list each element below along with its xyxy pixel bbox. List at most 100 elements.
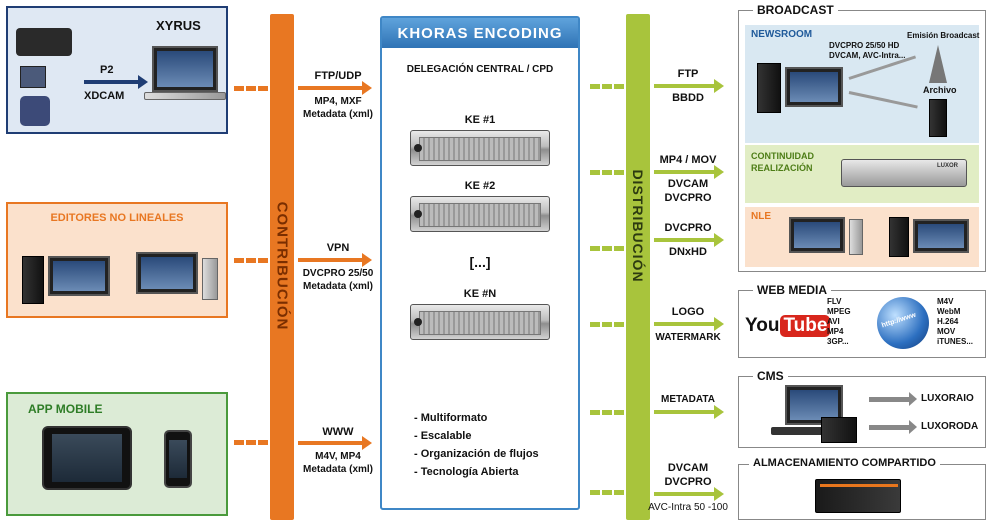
app-mobile-title: APP MOBILE bbox=[28, 402, 103, 416]
newsroom-tower-icon bbox=[757, 63, 781, 113]
pc-tower-icon bbox=[22, 256, 44, 304]
nle-box: NLE bbox=[745, 207, 979, 267]
dist-flow-5-arrow bbox=[654, 410, 716, 414]
contrib-flow-1-proto: FTP/UDP bbox=[314, 70, 362, 82]
format-left-item: AVI bbox=[827, 317, 840, 326]
khoras-header bbox=[382, 18, 578, 48]
cms-arrow-2 bbox=[869, 425, 909, 430]
dist-flow-1-arrow bbox=[654, 84, 716, 88]
storage-title: ALMACENAMIENTO COMPARTIDO bbox=[749, 457, 940, 469]
format-right-item: WebM bbox=[937, 307, 961, 316]
p2-label: P2 bbox=[100, 64, 114, 76]
nle-tower-icon bbox=[889, 217, 909, 257]
cms-box: CMS LUXORAIO LUXORODA bbox=[738, 369, 986, 448]
to-archivo-arrow bbox=[848, 91, 918, 109]
contribution-label: CONTRIBUCIÓN bbox=[273, 201, 291, 331]
phone-icon bbox=[164, 430, 192, 488]
globe-icon: http://www bbox=[877, 297, 929, 349]
dist-flow-6-arrowhead bbox=[714, 487, 724, 501]
xdcam-disc-icon bbox=[20, 96, 50, 126]
contrib-flow-1-formats: MP4, MXF bbox=[314, 96, 362, 107]
format-right-item: iTUNES... bbox=[937, 337, 974, 346]
dist-flow-2-l2: DVCAM bbox=[667, 178, 709, 190]
imac-icon bbox=[136, 252, 198, 294]
server-2-icon bbox=[410, 196, 550, 232]
dist-flow-4-arrowhead bbox=[714, 317, 724, 331]
contrib-flow-3-arrow bbox=[298, 441, 364, 445]
contrib-flow-3-formats: M4V, MP4 bbox=[315, 451, 361, 462]
nle-monitor-2-icon bbox=[913, 219, 969, 253]
contribution-bar bbox=[270, 14, 294, 520]
feature-4: - Tecnología Abierta bbox=[414, 466, 519, 478]
dist-flow-6-l3: AVC-Intra 50 -100 bbox=[648, 502, 728, 513]
nle-monitor-1-icon bbox=[789, 217, 845, 253]
tablet-icon bbox=[42, 426, 132, 490]
contrib-flow-1-arrowhead bbox=[362, 81, 372, 95]
format-right-item: MOV bbox=[937, 327, 956, 336]
newsroom-monitor-icon bbox=[785, 67, 843, 107]
server-ellipsis: [...] bbox=[469, 254, 491, 270]
cms-keyboard-icon bbox=[771, 427, 827, 435]
contrib-flow-2-meta: Metadata (xml) bbox=[302, 281, 373, 292]
dist-connector-5 bbox=[590, 410, 624, 415]
feature-3: - Organización de flujos bbox=[414, 448, 539, 460]
server-n-icon bbox=[410, 304, 550, 340]
dist-flow-6-l1: DVCAM bbox=[667, 462, 709, 474]
server-2-label: KE #2 bbox=[464, 180, 496, 192]
cms-arrowhead-1 bbox=[909, 392, 917, 406]
mobile-connector bbox=[234, 440, 268, 445]
server-1-icon bbox=[410, 130, 550, 166]
editors-title: EDITORES NO LINEALES bbox=[50, 212, 184, 224]
dist-connector-1 bbox=[590, 84, 624, 89]
luxor-brand: LUXOR bbox=[937, 163, 958, 169]
xyrus-title: XYRUS bbox=[156, 18, 201, 33]
dist-flow-2-arrow bbox=[654, 170, 716, 174]
dist-flow-5-l1: METADATA bbox=[661, 394, 715, 405]
cms-target-2: LUXORODA bbox=[921, 421, 979, 432]
contrib-flow-2-proto: VPN bbox=[326, 242, 350, 254]
format-right-item: M4V bbox=[937, 297, 954, 306]
dist-flow-1-l1: FTP bbox=[677, 68, 699, 80]
editors-box: EDITORES NO LINEALES bbox=[6, 202, 228, 318]
feature-2: - Escalable bbox=[414, 430, 472, 442]
editors-connector bbox=[234, 258, 268, 263]
dist-flow-2-arrowhead bbox=[714, 165, 724, 179]
continuidad-line-1: CONTINUIDAD bbox=[751, 151, 814, 161]
xyrus-box: XYRUS P2 XDCAM bbox=[6, 6, 228, 134]
dist-flow-1-l2: BBDD bbox=[672, 92, 704, 104]
cms-arrow-1 bbox=[869, 397, 909, 402]
khoras-title: KHORAS ENCODING bbox=[397, 25, 563, 42]
distribution-bar bbox=[626, 14, 650, 520]
contrib-flow-2-formats: DVCPRO 25/50 bbox=[302, 268, 374, 279]
p2-arrowhead bbox=[138, 75, 148, 89]
dist-flow-2-l1: MP4 / MOV bbox=[659, 154, 717, 166]
formats-left-list: FLV MPEG AVI MP4 3GP... bbox=[827, 297, 851, 347]
cms-box-icon bbox=[821, 417, 857, 443]
laptop-base bbox=[144, 92, 226, 100]
dist-connector-4 bbox=[590, 322, 624, 327]
broadcast-box: BROADCAST NEWSROOM DVCPRO 25/50 HD DVCAM… bbox=[738, 3, 986, 272]
dist-flow-4-l1: LOGO bbox=[671, 306, 705, 318]
xyrus-connector bbox=[234, 86, 268, 91]
distribution-label: DISTRIBUCIÓN bbox=[630, 169, 646, 283]
contrib-flow-2-arrowhead bbox=[362, 253, 372, 267]
mac-pro-icon bbox=[202, 258, 218, 300]
storage-array-icon bbox=[815, 479, 901, 513]
dist-connector-3 bbox=[590, 246, 624, 251]
emision-label: Emisión Broadcast bbox=[907, 31, 980, 40]
nle-title: NLE bbox=[751, 211, 771, 222]
newsroom-box: NEWSROOM DVCPRO 25/50 HD DVCAM, AVC-Intr… bbox=[745, 25, 979, 143]
nle-mac-pro-icon bbox=[849, 219, 863, 255]
server-n-label: KE #N bbox=[463, 288, 497, 300]
dist-flow-2-l3: DVCPRO bbox=[664, 192, 712, 204]
dist-flow-3-l2: DNxHD bbox=[669, 246, 707, 258]
youtube-tube: Tube bbox=[780, 315, 831, 337]
youtube-you: You bbox=[745, 315, 780, 336]
dist-connector-6 bbox=[590, 490, 624, 495]
dist-flow-4-arrow bbox=[654, 322, 716, 326]
cms-target-1: LUXORAIO bbox=[921, 393, 974, 404]
broadcast-tower-icon bbox=[929, 45, 947, 83]
contrib-flow-3-proto: WWW bbox=[322, 426, 354, 438]
contrib-flow-3-meta: Metadata (xml) bbox=[302, 464, 373, 475]
